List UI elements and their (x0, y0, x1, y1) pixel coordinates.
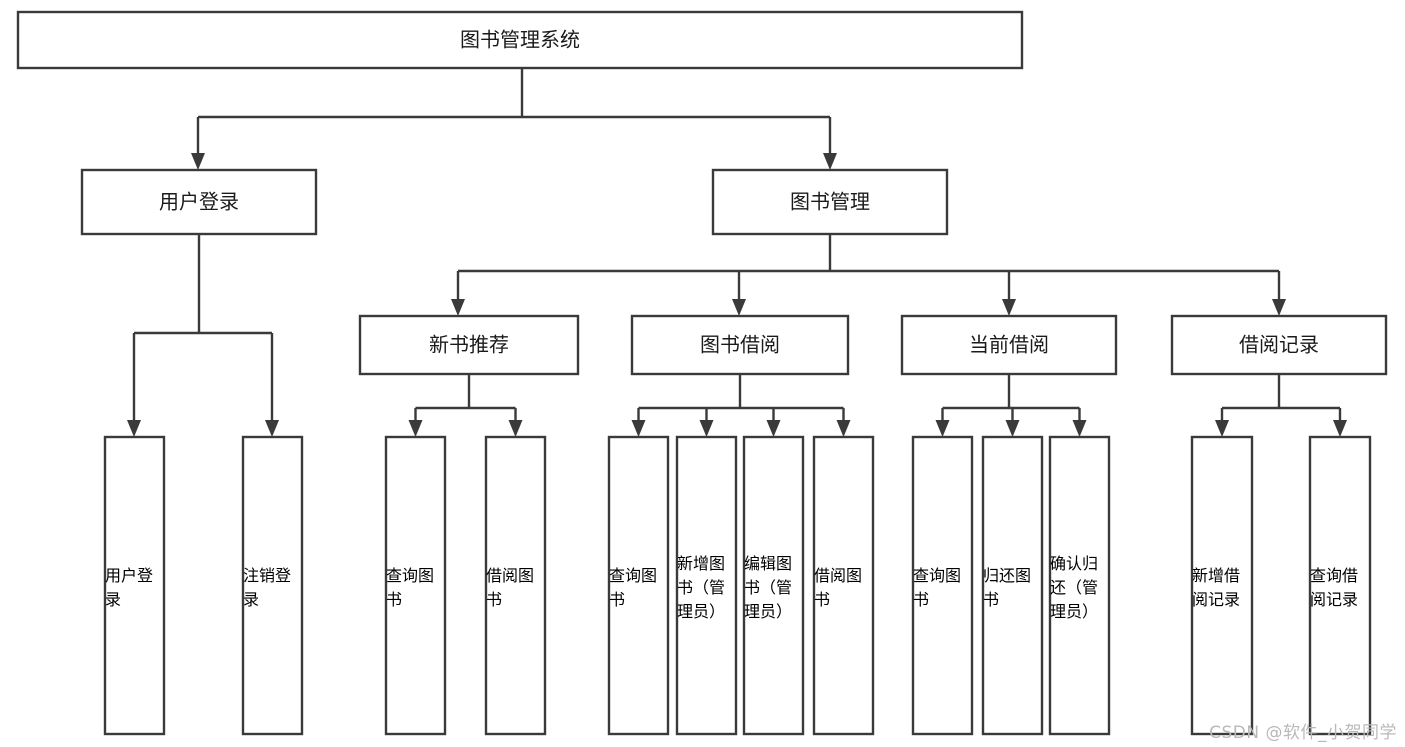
node-leaf-0[interactable] (103, 435, 166, 736)
arrow-head-icon (823, 153, 837, 170)
node-leaf-7[interactable] (812, 435, 875, 736)
arrow-head-icon (836, 420, 851, 437)
arrow-head-icon (1333, 420, 1347, 437)
arrow-head-icon (127, 420, 141, 437)
arrow-head-icon (1215, 420, 1229, 437)
arrow-head-icon (699, 420, 714, 437)
node-level3-1-label: 图书借阅 (700, 333, 780, 357)
arrow-head-icon (191, 153, 205, 170)
node-leaf-1[interactable] (241, 435, 304, 736)
node-level2-1[interactable] (711, 168, 949, 236)
node-leaf-8[interactable] (911, 435, 974, 736)
arrow-head-icon (508, 420, 523, 437)
arrow-head-icon (408, 420, 423, 437)
node-level3-3[interactable] (1170, 314, 1388, 376)
node-leaf-3[interactable] (484, 435, 547, 736)
node-level3-3-label: 借阅记录 (1239, 333, 1319, 357)
arrow-head-icon (935, 420, 950, 437)
arrow-head-icon (1072, 420, 1087, 437)
arrow-head-icon (451, 299, 465, 316)
node-level3-1[interactable] (630, 314, 850, 376)
node-leaf-5[interactable] (675, 435, 738, 736)
boxes-layer (16, 10, 1388, 736)
arrow-head-icon (766, 420, 781, 437)
node-level2-1-label: 图书管理 (790, 190, 870, 214)
connectors-layer (127, 68, 1347, 437)
node-leaf-11[interactable] (1190, 435, 1254, 736)
arrow-head-icon (265, 420, 279, 437)
node-leaf-12[interactable] (1308, 435, 1372, 736)
node-leaf-10[interactable] (1048, 435, 1111, 736)
arrow-head-icon (1272, 299, 1286, 316)
arrow-head-icon (732, 299, 746, 316)
node-leaf-2[interactable] (384, 435, 447, 736)
node-level3-2[interactable] (900, 314, 1118, 376)
node-level3-0[interactable] (358, 314, 580, 376)
node-root-system-label: 图书管理系统 (460, 28, 580, 52)
arrow-head-icon (1002, 299, 1016, 316)
node-leaf-4[interactable] (607, 435, 670, 736)
arrow-head-icon (631, 420, 646, 437)
watermark-text: CSDN @软件_小贺同学 (1209, 723, 1397, 743)
node-root-system[interactable] (16, 10, 1024, 70)
node-leaf-6[interactable] (742, 435, 805, 736)
node-level3-0-label: 新书推荐 (429, 333, 509, 357)
node-level2-0[interactable] (80, 168, 318, 236)
node-level2-0-label: 用户登录 (159, 190, 239, 214)
arrow-head-icon (1005, 420, 1020, 437)
node-level3-2-label: 当前借阅 (969, 333, 1049, 357)
node-leaf-9[interactable] (981, 435, 1044, 736)
